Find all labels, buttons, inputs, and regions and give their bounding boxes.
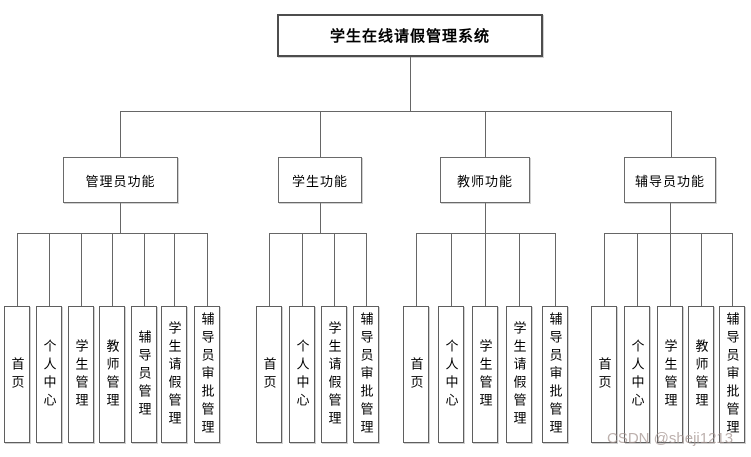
leaf-label: 个人中心 bbox=[443, 338, 459, 411]
leaf-node: 首页 bbox=[591, 306, 617, 443]
leaf-label: 首页 bbox=[408, 356, 424, 393]
connector-line bbox=[701, 233, 702, 306]
leaf-label: 个人中心 bbox=[629, 338, 645, 411]
connector-line bbox=[269, 233, 270, 306]
leaf-label: 辅导员审批管理 bbox=[547, 311, 563, 438]
leaf-label: 首页 bbox=[9, 356, 25, 393]
leaf-label: 辅导员审批管理 bbox=[199, 311, 215, 438]
connector-line bbox=[112, 233, 113, 306]
connector-line bbox=[485, 111, 486, 157]
connector-line bbox=[670, 233, 671, 306]
connector-line bbox=[604, 233, 733, 234]
leaf-label: 辅导员审批管理 bbox=[724, 311, 740, 438]
leaf-node: 辅导员审批管理 bbox=[719, 306, 745, 443]
leaf-node: 学生请假管理 bbox=[506, 306, 532, 443]
leaf-node: 学生管理 bbox=[657, 306, 683, 443]
connector-line bbox=[269, 233, 367, 234]
connector-line bbox=[555, 233, 556, 306]
leaf-node: 教师管理 bbox=[688, 306, 714, 443]
branch-admin-functions: 管理员功能 bbox=[63, 157, 178, 203]
connector-line bbox=[485, 203, 486, 234]
connector-line bbox=[416, 233, 556, 234]
leaf-node: 首页 bbox=[4, 306, 30, 443]
leaf-node: 首页 bbox=[256, 306, 282, 443]
leaf-label: 教师管理 bbox=[104, 338, 120, 411]
leaf-label: 教师管理 bbox=[693, 338, 709, 411]
connector-line bbox=[451, 233, 452, 306]
connector-line bbox=[366, 233, 367, 306]
leaf-node: 辅导员审批管理 bbox=[353, 306, 379, 443]
connector-line bbox=[320, 203, 321, 234]
leaf-label: 学生管理 bbox=[477, 338, 493, 411]
leaf-node: 个人中心 bbox=[289, 306, 315, 443]
branch-teacher-functions: 教师功能 bbox=[440, 157, 530, 203]
connector-line bbox=[671, 111, 672, 157]
leaf-node: 学生管理 bbox=[68, 306, 94, 443]
leaf-label: 学生请假管理 bbox=[166, 320, 182, 429]
branch-student-functions: 学生功能 bbox=[278, 157, 362, 203]
connector-line bbox=[334, 233, 335, 306]
leaf-node: 个人中心 bbox=[36, 306, 62, 443]
connector-line bbox=[174, 233, 175, 306]
connector-line bbox=[604, 233, 605, 306]
leaf-node: 个人中心 bbox=[438, 306, 464, 443]
leaf-node: 学生管理 bbox=[472, 306, 498, 443]
leaf-node: 辅导员审批管理 bbox=[542, 306, 568, 443]
connector-line bbox=[519, 233, 520, 306]
leaf-node: 首页 bbox=[403, 306, 429, 443]
connector-line bbox=[144, 233, 145, 306]
connector-line bbox=[49, 233, 50, 306]
leaf-label: 辅导员管理 bbox=[136, 329, 152, 420]
leaf-label: 首页 bbox=[261, 356, 277, 393]
leaf-node: 辅导员管理 bbox=[131, 306, 157, 443]
leaf-label: 首页 bbox=[596, 356, 612, 393]
connector-line bbox=[410, 57, 411, 112]
leaf-label: 个人中心 bbox=[41, 338, 57, 411]
leaf-node: 学生请假管理 bbox=[161, 306, 187, 443]
leaf-label: 个人中心 bbox=[294, 338, 310, 411]
leaf-label: 学生管理 bbox=[73, 338, 89, 411]
branch-counselor-functions: 辅导员功能 bbox=[624, 157, 716, 203]
leaf-label: 学生请假管理 bbox=[511, 320, 527, 429]
connector-line bbox=[416, 233, 417, 306]
leaf-node: 学生请假管理 bbox=[321, 306, 347, 443]
connector-line bbox=[302, 233, 303, 306]
connector-line bbox=[732, 233, 733, 306]
connector-line bbox=[207, 233, 208, 306]
root-node: 学生在线请假管理系统 bbox=[277, 14, 543, 57]
leaf-node: 辅导员审批管理 bbox=[194, 306, 220, 443]
leaf-node: 个人中心 bbox=[624, 306, 650, 443]
connector-line bbox=[120, 203, 121, 234]
leaf-node: 教师管理 bbox=[99, 306, 125, 443]
connector-line bbox=[17, 233, 18, 306]
leaf-label: 辅导员审批管理 bbox=[358, 311, 374, 438]
connector-line bbox=[485, 233, 486, 306]
connector-line bbox=[120, 111, 121, 157]
connector-line bbox=[81, 233, 82, 306]
leaf-label: 学生管理 bbox=[662, 338, 678, 411]
connector-line bbox=[320, 111, 321, 157]
connector-line bbox=[670, 203, 671, 234]
connector-line bbox=[120, 111, 672, 112]
leaf-label: 学生请假管理 bbox=[326, 320, 342, 429]
connector-line bbox=[637, 233, 638, 306]
